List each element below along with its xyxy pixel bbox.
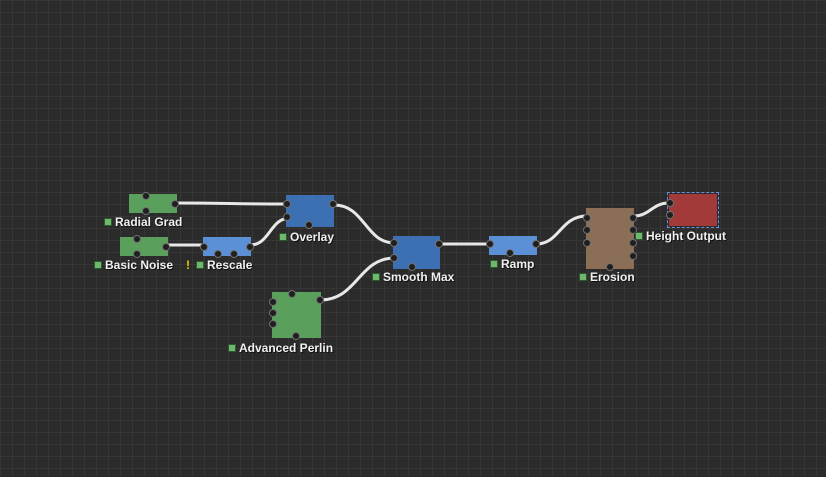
input-socket[interactable] [142, 207, 150, 215]
output-socket[interactable] [629, 239, 637, 247]
node-label-erosion: Erosion [579, 270, 635, 284]
node-title: Ramp [501, 257, 535, 271]
node-body [272, 292, 321, 338]
node-status-indicator [279, 233, 287, 241]
output-socket[interactable] [629, 226, 637, 234]
node-label-ramp: Ramp [490, 257, 534, 271]
node-title: Erosion [590, 270, 635, 284]
input-socket[interactable] [666, 199, 674, 207]
node-body [586, 208, 634, 269]
node-status-indicator [196, 261, 204, 269]
param-socket[interactable] [214, 250, 222, 258]
input-socket[interactable] [486, 240, 494, 248]
node-erosion[interactable] [583, 208, 637, 271]
node-label-advanced-perlin: Advanced Perlin [228, 341, 333, 355]
node-title: Height Output [646, 229, 726, 243]
input-socket[interactable] [269, 309, 277, 317]
node-title: Overlay [290, 230, 335, 244]
node-label-basic-noise: Basic Noise [94, 258, 173, 272]
output-socket[interactable] [246, 243, 254, 251]
node-title: Advanced Perlin [239, 341, 334, 355]
input-socket[interactable] [583, 239, 591, 247]
param-socket[interactable] [408, 263, 416, 271]
node-body [667, 192, 719, 228]
output-socket[interactable] [629, 214, 637, 222]
wire-advanced-perlin-to-smooth-max[interactable] [318, 256, 397, 302]
node-status-indicator [579, 273, 587, 281]
node-status-indicator [490, 260, 498, 268]
input-socket[interactable] [269, 320, 277, 328]
input-socket[interactable] [283, 200, 291, 208]
param-socket[interactable] [292, 332, 300, 340]
node-height-output[interactable] [666, 192, 719, 228]
node-title: Rescale [207, 258, 253, 272]
node-body [393, 236, 440, 269]
input-socket[interactable] [133, 235, 141, 243]
node-status-indicator [94, 261, 102, 269]
node-radial-grad[interactable] [129, 192, 179, 215]
input-socket[interactable] [283, 213, 291, 221]
wire-overlay-to-smooth-max[interactable] [332, 203, 397, 245]
param-socket[interactable] [305, 221, 313, 229]
node-label-height-output: Height Output [635, 229, 726, 243]
output-socket[interactable] [532, 240, 540, 248]
warning-icon: ! [186, 258, 190, 272]
input-socket[interactable] [269, 298, 277, 306]
node-status-indicator [372, 273, 380, 281]
output-socket[interactable] [629, 252, 637, 260]
param-socket[interactable] [506, 249, 514, 257]
node-basic-noise[interactable] [120, 235, 170, 258]
input-socket[interactable] [288, 290, 296, 298]
input-socket[interactable] [142, 192, 150, 200]
output-socket[interactable] [435, 240, 443, 248]
node-label-rescale: Rescale [196, 258, 252, 272]
node-title: Smooth Max [383, 270, 455, 284]
param-socket[interactable] [606, 263, 614, 271]
node-status-indicator [228, 344, 236, 352]
wire-erosion-to-height-output[interactable] [632, 201, 671, 218]
input-socket[interactable] [666, 211, 674, 219]
wire-ramp-to-erosion[interactable] [534, 214, 589, 246]
node-body [203, 237, 251, 256]
node-label-radial-grad: Radial Grad [104, 215, 182, 229]
node-title: Radial Grad [115, 215, 183, 229]
wire-radial-grad-to-overlay[interactable] [172, 201, 290, 206]
input-socket[interactable] [583, 226, 591, 234]
param-socket[interactable] [230, 250, 238, 258]
node-label-smooth-max: Smooth Max [372, 270, 454, 284]
output-socket[interactable] [316, 296, 324, 304]
node-title: Basic Noise [105, 258, 174, 272]
output-socket[interactable] [171, 200, 179, 208]
input-socket[interactable] [200, 243, 208, 251]
node-body [489, 236, 537, 255]
node-rescale[interactable] [200, 237, 254, 258]
node-label-overlay: Overlay [279, 230, 334, 244]
node-status-indicator [635, 232, 643, 240]
input-socket[interactable] [390, 239, 398, 247]
node-status-indicator [104, 218, 112, 226]
node-smooth-max[interactable] [390, 236, 443, 271]
input-socket[interactable] [583, 214, 591, 222]
node-body [129, 194, 177, 213]
input-socket[interactable] [133, 250, 141, 258]
node-overlay[interactable] [283, 195, 337, 229]
input-socket[interactable] [390, 254, 398, 262]
output-socket[interactable] [162, 243, 170, 251]
node-advanced-perlin[interactable] [269, 290, 324, 340]
node-body [120, 237, 168, 256]
node-ramp[interactable] [486, 236, 540, 257]
output-socket[interactable] [329, 200, 337, 208]
